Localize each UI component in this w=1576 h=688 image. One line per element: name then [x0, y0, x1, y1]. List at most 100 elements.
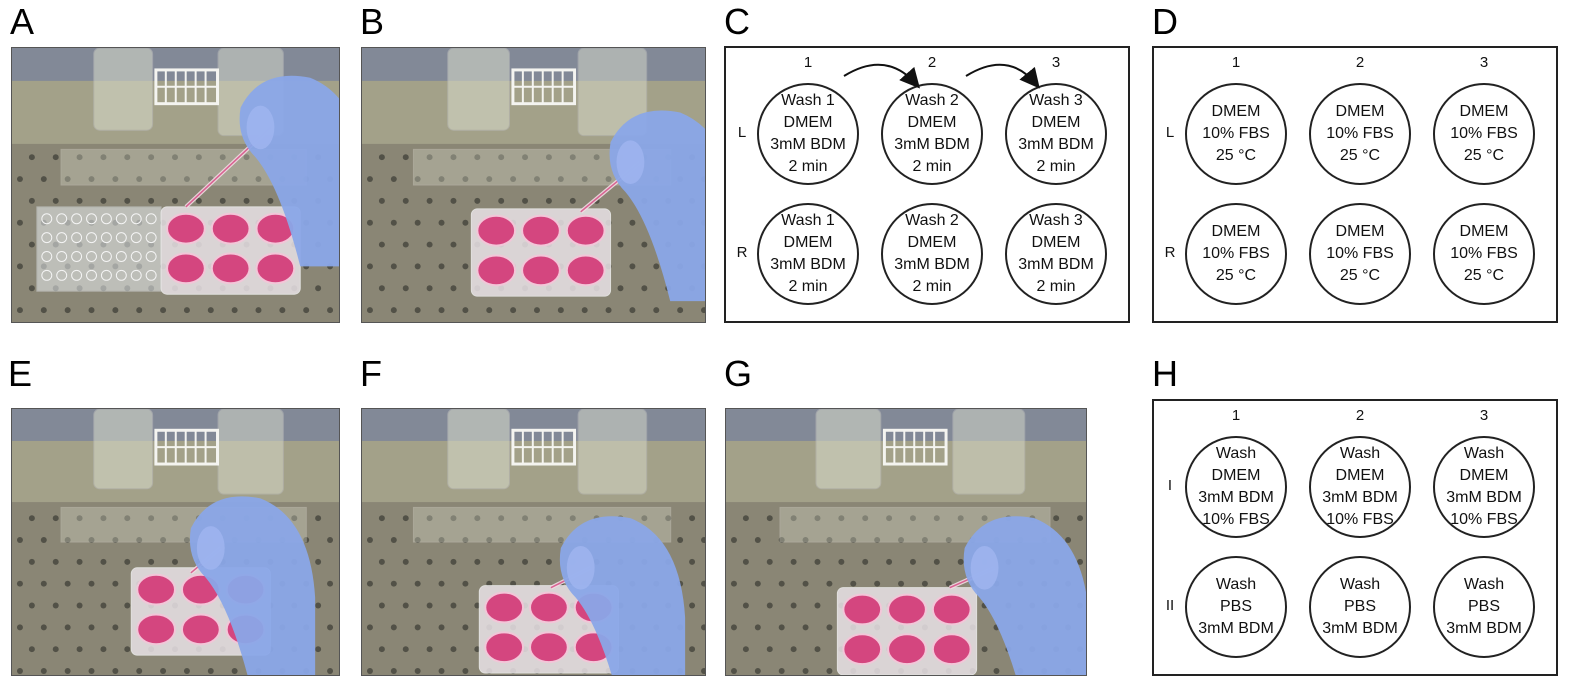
- column-number: 1: [1231, 54, 1241, 71]
- well-text-line: DMEM: [1031, 114, 1081, 131]
- well-text-line: Wash: [1463, 576, 1505, 593]
- row-label: R: [1164, 244, 1176, 261]
- well-text-line: 2 min: [1036, 278, 1076, 295]
- arrow-2-to-3: [965, 63, 1040, 89]
- well-text-line: 3mM BDM: [770, 136, 846, 153]
- well: Wash 2 DMEM 3mM BDM 2 min: [881, 83, 983, 185]
- column-number: 2: [927, 54, 937, 71]
- well-text-line: 3mM BDM: [1322, 620, 1398, 637]
- column-number: 3: [1479, 54, 1489, 71]
- row-label: II: [1165, 597, 1175, 614]
- well-text-line: 10% FBS: [1326, 245, 1394, 262]
- well-text-line: 3mM BDM: [1018, 256, 1094, 273]
- well-text-line: 10% FBS: [1326, 511, 1394, 528]
- well-text-line: DMEM: [1335, 223, 1385, 240]
- well: DMEM 10% FBS 25 °C: [1433, 203, 1535, 305]
- well-text-line: 3mM BDM: [1446, 620, 1522, 637]
- well-text-line: DMEM: [1459, 103, 1509, 120]
- well-text-line: 2 min: [912, 158, 952, 175]
- well-text-line: DMEM: [1211, 223, 1261, 240]
- well-text-line: 2 min: [788, 278, 828, 295]
- column-number: 2: [1355, 407, 1365, 424]
- well-text-line: Wash 1: [781, 212, 835, 229]
- photo-a: [11, 47, 340, 323]
- well-text-line: 2 min: [788, 158, 828, 175]
- well-text-line: Wash: [1339, 576, 1381, 593]
- well-text-line: 3mM BDM: [1446, 489, 1522, 506]
- panel-letter-h: H: [1152, 353, 1178, 394]
- well-text-line: 25 °C: [1463, 267, 1505, 284]
- well: Wash 1 DMEM 3mM BDM 2 min: [757, 203, 859, 305]
- well-text-line: 25 °C: [1215, 267, 1257, 284]
- well-text-line: 3mM BDM: [894, 136, 970, 153]
- panel-letter-a: A: [10, 1, 35, 42]
- well-text-line: DMEM: [1211, 103, 1261, 120]
- panel-letter-d: D: [1152, 1, 1178, 42]
- well: DMEM 10% FBS 25 °C: [1309, 83, 1411, 185]
- row-label: R: [736, 244, 748, 261]
- well-text-line: DMEM: [1459, 467, 1509, 484]
- well-text-line: 10% FBS: [1450, 511, 1518, 528]
- column-number: 3: [1051, 54, 1061, 71]
- well-text-line: 25 °C: [1215, 147, 1257, 164]
- well-text-line: DMEM: [1459, 223, 1509, 240]
- well-text-line: Wash 1: [781, 92, 835, 109]
- well-text-line: DMEM: [1335, 467, 1385, 484]
- well-text-line: 10% FBS: [1450, 245, 1518, 262]
- well-text-line: 2 min: [912, 278, 952, 295]
- panel-letter-b: B: [360, 1, 385, 42]
- well-text-line: DMEM: [1335, 103, 1385, 120]
- panel-letter-e: E: [8, 353, 33, 394]
- row-label: L: [737, 124, 747, 141]
- well-text-line: 3mM BDM: [1198, 489, 1274, 506]
- well-text-line: 25 °C: [1463, 147, 1505, 164]
- well-text-line: 3mM BDM: [1322, 489, 1398, 506]
- well-text-line: 10% FBS: [1326, 125, 1394, 142]
- well-text-line: PBS: [1467, 598, 1500, 615]
- well-text-line: 25 °C: [1339, 147, 1381, 164]
- well-text-line: DMEM: [783, 114, 833, 131]
- well: Wash 1 DMEM 3mM BDM 2 min: [757, 83, 859, 185]
- well-text-line: Wash 2: [905, 92, 959, 109]
- column-number: 3: [1479, 407, 1489, 424]
- well-text-line: PBS: [1343, 598, 1376, 615]
- well-text-line: Wash: [1463, 445, 1505, 462]
- column-number: 1: [803, 54, 813, 71]
- well-text-line: DMEM: [907, 114, 957, 131]
- well: DMEM 10% FBS 25 °C: [1433, 83, 1535, 185]
- well-text-line: PBS: [1219, 598, 1252, 615]
- column-number: 2: [1355, 54, 1365, 71]
- well-text-line: 3mM BDM: [1018, 136, 1094, 153]
- row-label: I: [1167, 477, 1173, 494]
- well-text-line: 10% FBS: [1450, 125, 1518, 142]
- arrow-1-to-2: [843, 63, 920, 89]
- photo-f: [361, 408, 706, 676]
- well-text-line: DMEM: [783, 234, 833, 251]
- photo-g: [725, 408, 1087, 676]
- well-text-line: 10% FBS: [1202, 511, 1270, 528]
- well-text-line: DMEM: [907, 234, 957, 251]
- well: Wash 3 DMEM 3mM BDM 2 min: [1005, 203, 1107, 305]
- well-text-line: Wash 2: [905, 212, 959, 229]
- well-text-line: 3mM BDM: [770, 256, 846, 273]
- row-label: L: [1165, 124, 1175, 141]
- column-number: 1: [1231, 407, 1241, 424]
- photo-b: [361, 47, 706, 323]
- panel-letter-g: G: [724, 353, 753, 394]
- well-text-line: DMEM: [1031, 234, 1081, 251]
- well-text-line: Wash 3: [1029, 212, 1083, 229]
